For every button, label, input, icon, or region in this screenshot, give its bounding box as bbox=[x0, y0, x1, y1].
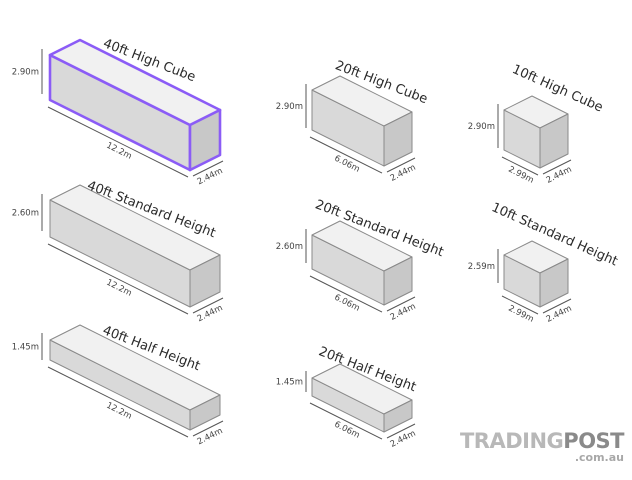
logo-domain: .com.au bbox=[574, 451, 624, 464]
height-label: 1.45m bbox=[276, 378, 303, 388]
width-label: 2.44m bbox=[389, 163, 418, 184]
tradingpost-logo: TRADINGPOST .com.au bbox=[459, 429, 625, 464]
container-side-face bbox=[189, 394, 221, 431]
length-dimension-line bbox=[309, 136, 383, 174]
width-label: 2.44m bbox=[196, 303, 225, 324]
length-label: 2.99m bbox=[506, 165, 535, 186]
width-dimension-line bbox=[192, 160, 224, 177]
width-label: 2.44m bbox=[196, 166, 225, 187]
length-dimension-line bbox=[47, 243, 189, 315]
logo-brand-light: TRADING bbox=[459, 429, 564, 453]
length-dimension-line bbox=[501, 156, 539, 176]
width-label: 2.44m bbox=[196, 426, 225, 447]
height-label: 2.90m bbox=[468, 122, 495, 132]
length-dimension-line bbox=[47, 366, 189, 438]
height-label: 2.90m bbox=[12, 68, 39, 78]
length-dimension-line bbox=[309, 402, 383, 440]
length-label: 12.2m bbox=[104, 401, 133, 422]
height-label: 1.45m bbox=[12, 343, 39, 353]
height-label: 2.59m bbox=[468, 262, 495, 272]
height-label: 2.90m bbox=[276, 102, 303, 112]
width-dimension-line bbox=[386, 157, 416, 173]
length-dimension-line bbox=[309, 275, 383, 313]
width-dimension-line bbox=[192, 420, 224, 437]
container-side-face bbox=[383, 256, 413, 306]
length-label: 12.2m bbox=[104, 278, 133, 299]
container-side-face bbox=[539, 258, 569, 308]
length-dimension-line bbox=[47, 106, 189, 178]
width-dimension-line bbox=[192, 297, 224, 314]
height-label: 2.60m bbox=[276, 242, 303, 252]
length-dimension-line bbox=[501, 295, 539, 315]
height-label: 2.60m bbox=[12, 209, 39, 219]
width-label: 2.44m bbox=[389, 429, 418, 450]
width-label: 2.44m bbox=[389, 302, 418, 323]
length-label: 2.99m bbox=[506, 304, 535, 325]
container-side-face bbox=[539, 113, 569, 169]
length-label: 6.06m bbox=[332, 154, 361, 175]
width-label: 2.44m bbox=[545, 165, 574, 186]
length-label: 6.06m bbox=[332, 420, 361, 441]
length-label: 6.06m bbox=[332, 293, 361, 314]
width-dimension-line bbox=[542, 159, 572, 175]
width-dimension-line bbox=[386, 423, 416, 439]
logo-brand-bold: POST bbox=[563, 429, 624, 453]
width-dimension-line bbox=[542, 298, 572, 314]
container-side-face bbox=[383, 111, 413, 167]
width-label: 2.44m bbox=[545, 304, 574, 325]
container-side-face bbox=[383, 399, 413, 433]
container-side-face bbox=[189, 254, 221, 308]
length-label: 12.2m bbox=[104, 141, 133, 162]
container-side-face bbox=[188, 108, 222, 172]
width-dimension-line bbox=[386, 296, 416, 312]
